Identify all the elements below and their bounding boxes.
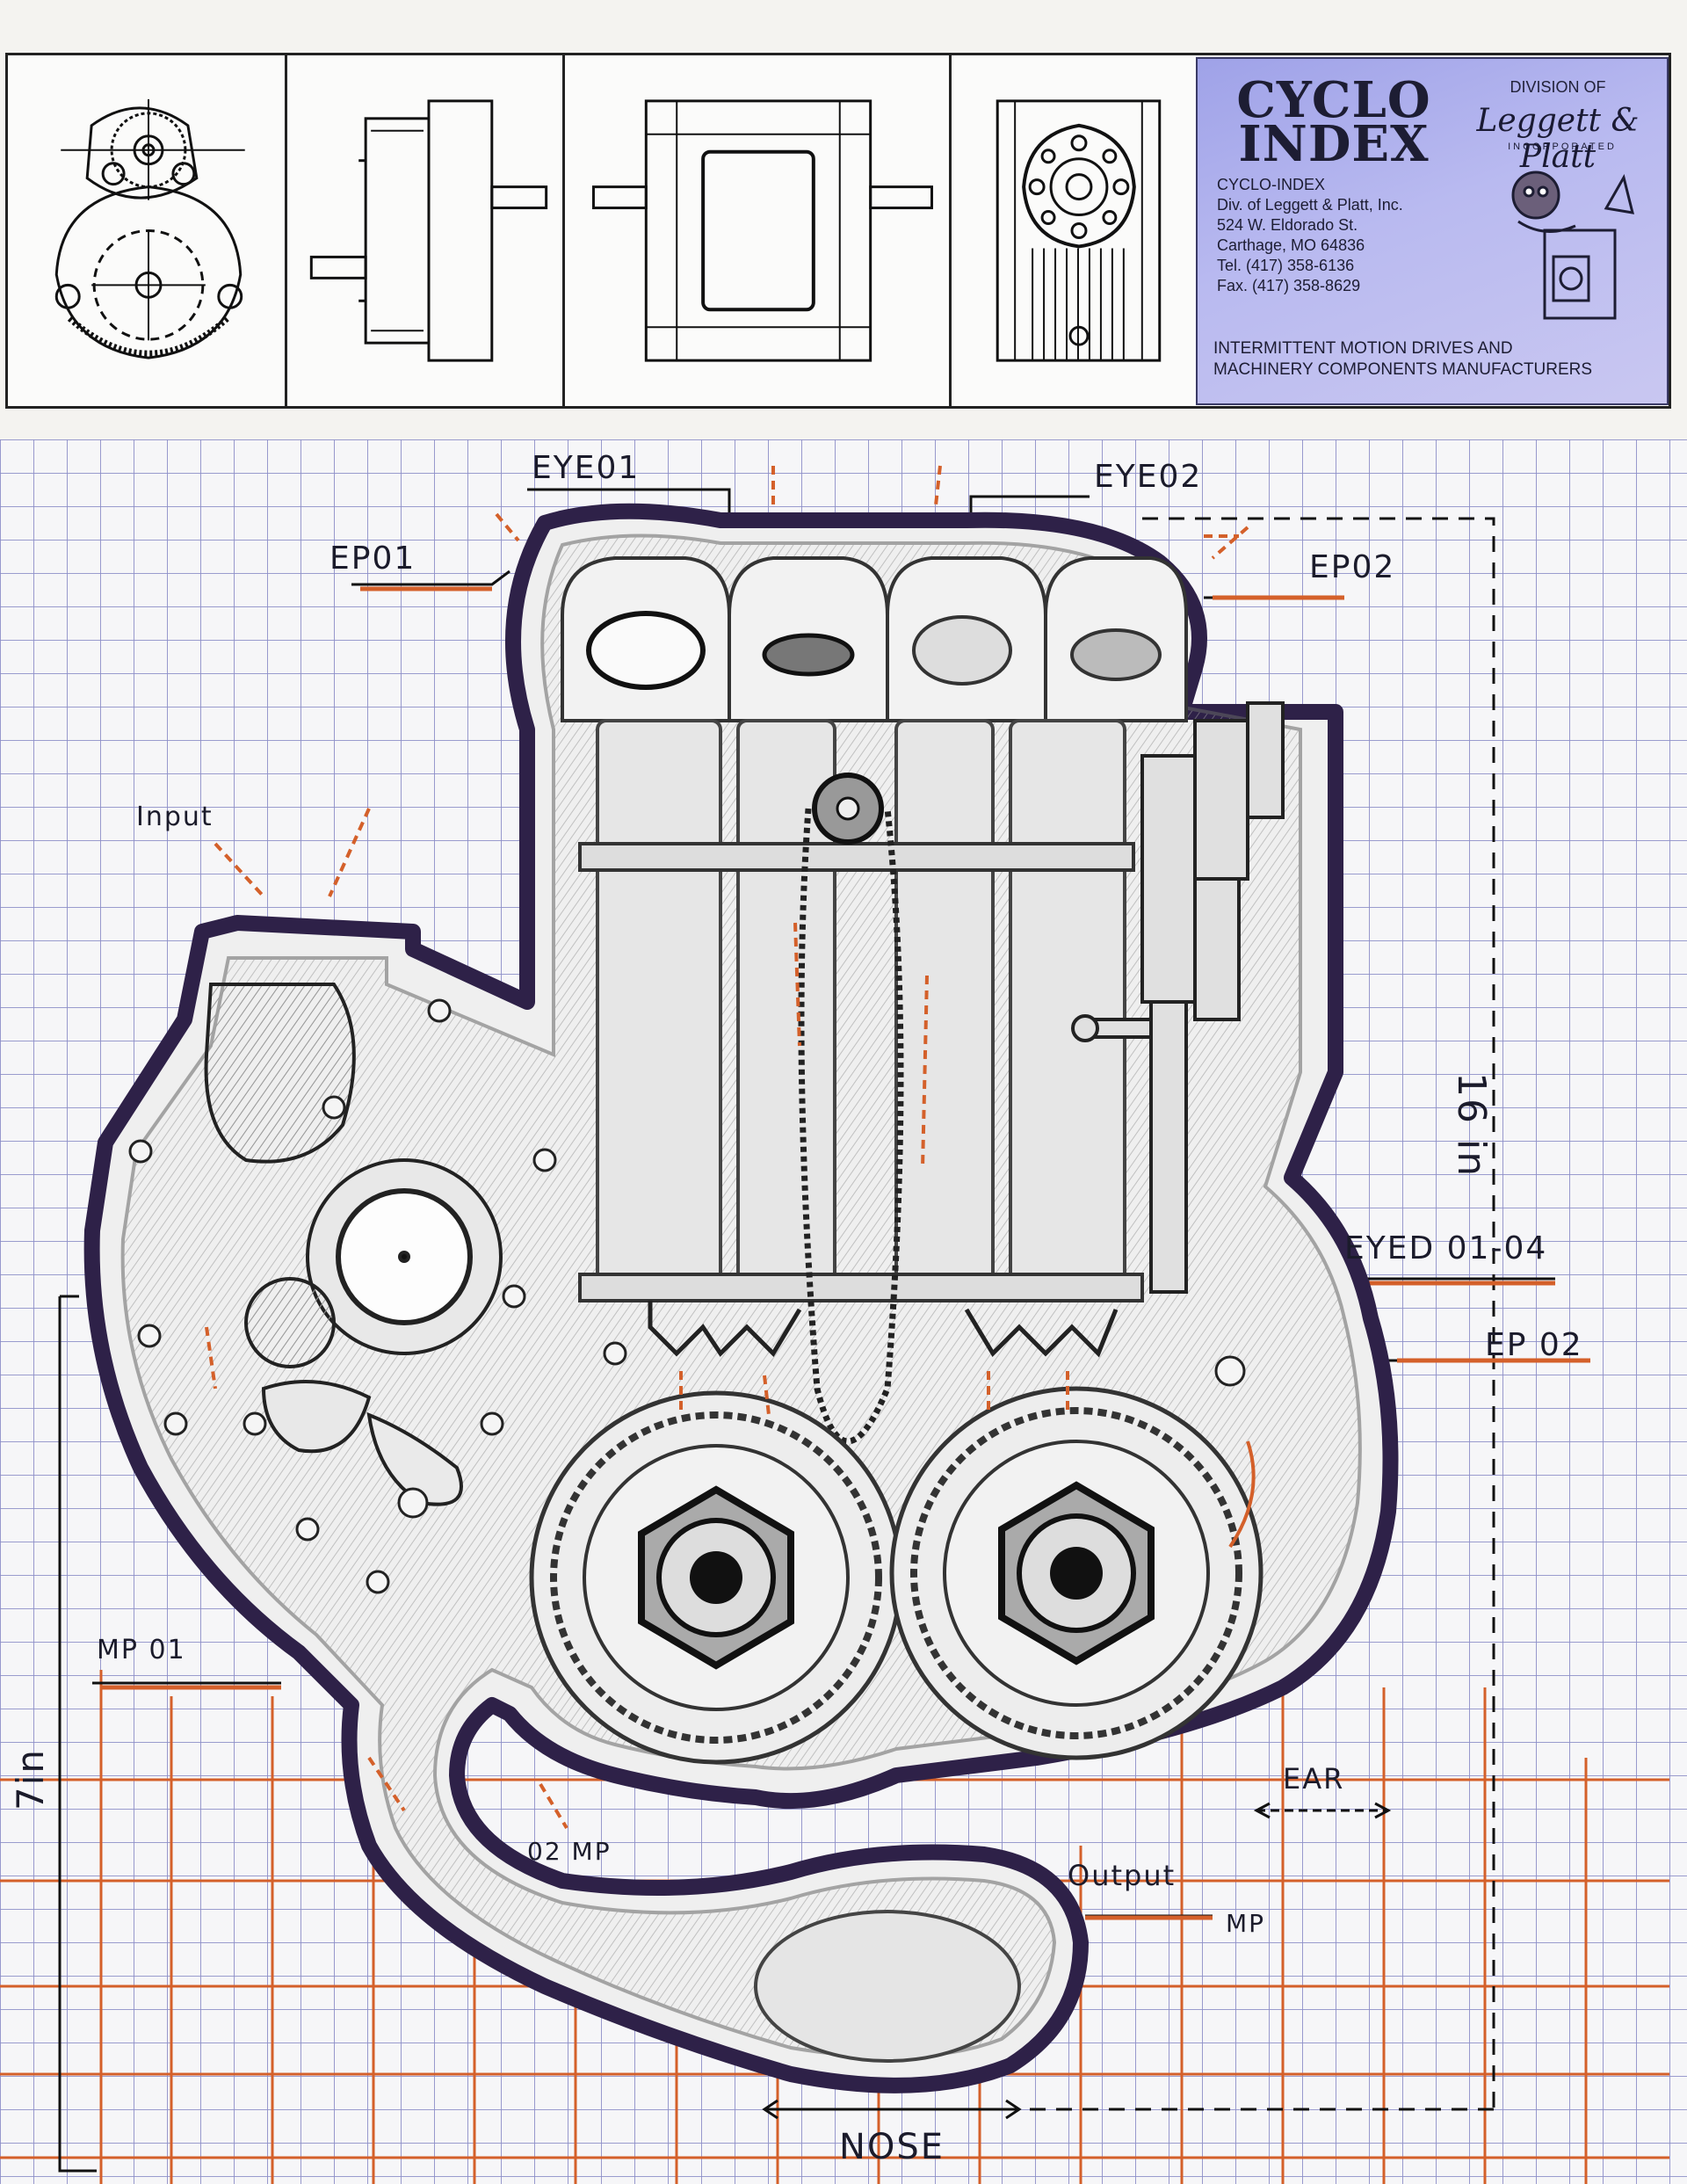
label-eyed: EYED 01-04 <box>1344 1230 1548 1266</box>
label-ep02-top: EP02 <box>1309 549 1396 585</box>
label-eye02: EYE02 <box>1094 459 1203 495</box>
brand-panel: CYCLO INDEX DIVISION OF Leggett & Platt … <box>1196 57 1669 405</box>
title-block: CYCLO INDEX DIVISION OF Leggett & Platt … <box>5 53 1671 409</box>
cam-gear-left <box>529 1390 903 1765</box>
side-view-drawing <box>309 99 548 362</box>
label-input: Input <box>136 802 214 832</box>
label-ep02-side: EP 02 <box>1485 1327 1583 1363</box>
parent-company-inc: INCORPORATED <box>1508 141 1617 152</box>
label-nose: NOSE <box>839 2127 945 2167</box>
logo-line-1: CYCLO <box>1236 71 1431 129</box>
front-view-drawing <box>591 99 933 362</box>
tagline-line: MACHINERY COMPONENTS MANUFACTURERS <box>1213 360 1593 379</box>
flow-arrows <box>205 465 1256 1830</box>
engine-body <box>83 503 1399 2093</box>
label-output: Output <box>1068 1859 1177 1892</box>
label-mp01: MP 01 <box>97 1635 186 1665</box>
engine-sketch: EYE01 EYE02 EP01 EP02 Input EYED 01-04 E… <box>0 439 1687 2184</box>
gear-train-drawing <box>54 98 245 359</box>
address-line: 524 W. Eldorado St. <box>1217 216 1358 234</box>
end-view-drawing <box>996 99 1162 362</box>
label-eye01: EYE01 <box>532 450 641 486</box>
brand-logo: CYCLO INDEX <box>1233 71 1435 173</box>
company-address: CYCLO-INDEX Div. of Leggett & Platt, Inc… <box>1217 175 1481 296</box>
cam-gear-right <box>889 1386 1263 1760</box>
label-width-dimension: 7in <box>9 1747 52 1810</box>
address-line: Fax. (417) 358-8629 <box>1217 277 1361 294</box>
dimension-lines <box>58 517 1495 2173</box>
address-line: Div. of Leggett & Platt, Inc. <box>1217 196 1403 214</box>
tagline-line: INTERMITTENT MOTION DRIVES AND <box>1213 339 1513 358</box>
logo-line-2: INDEX <box>1238 115 1430 173</box>
mascot-illustration <box>1511 171 1635 320</box>
division-label: DIVISION OF <box>1510 78 1606 96</box>
label-height-dimension: 16 in <box>1449 1072 1494 1179</box>
side-view <box>285 55 565 406</box>
parent-company-logo: Leggett & Platt <box>1476 103 1640 175</box>
company-tagline: INTERMITTENT MOTION DRIVES AND MACHINERY… <box>1213 338 1662 381</box>
label-mp02: 02 MP <box>527 1837 612 1866</box>
front-view <box>562 55 952 406</box>
label-ear: EAR <box>1283 1762 1345 1796</box>
label-mp-output: MP <box>1226 1909 1266 1938</box>
label-ep01: EP01 <box>329 541 416 577</box>
gear-train-view <box>8 55 287 406</box>
sketch-canvas <box>0 439 1687 2184</box>
address-line: CYCLO-INDEX <box>1217 176 1326 193</box>
address-line: Carthage, MO 64836 <box>1217 236 1365 254</box>
end-view <box>949 55 1196 406</box>
address-line: Tel. (417) 358-6136 <box>1217 257 1355 274</box>
